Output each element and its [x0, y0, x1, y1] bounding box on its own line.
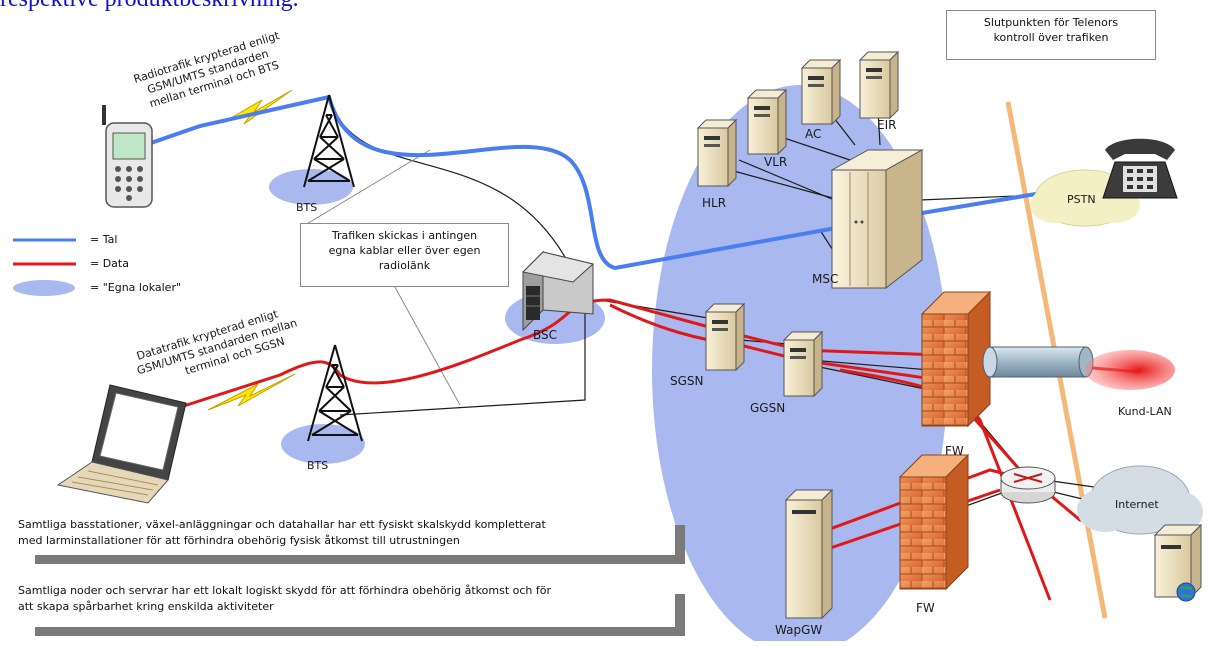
transport-callout-line1: Trafiken skickas i antingen — [331, 229, 478, 242]
premises-ellipse-bts-bottom — [281, 424, 365, 464]
label-internet: Internet — [1115, 498, 1159, 511]
label-sgsn: SGSN — [670, 374, 704, 388]
radio-data-text: Datatrafik krypterad enligt GSM/UMTS sta… — [135, 307, 299, 377]
bsc-cabinet-icon — [521, 250, 595, 332]
legend-data-label: = Data — [90, 257, 129, 270]
boundary-callout: Slutpunkten för Telenors kontroll över t… — [946, 10, 1156, 60]
heading-fragment: respektive produktbeskrivning. — [0, 0, 299, 13]
voice-path — [147, 94, 1121, 271]
ac-server-icon — [800, 58, 842, 126]
transport-callout-line3: radiolänk — [378, 259, 431, 272]
bts-tower-bottom-icon — [307, 344, 363, 442]
note-shelf-1 — [35, 555, 685, 564]
logical-note-line2: att skapa spårbarhet kring enskilda akti… — [18, 600, 274, 613]
transport-callout: Trafiken skickas i antingen egna kablar … — [300, 223, 509, 287]
bts-tower-top-icon — [303, 94, 355, 188]
telephone-icon — [1102, 138, 1178, 199]
ggsn-server-icon — [782, 330, 824, 398]
label-kund-lan: Kund-LAN — [1118, 405, 1172, 418]
mobile-phone-icon — [102, 105, 153, 208]
msc-switch-icon — [830, 149, 924, 290]
label-fw-top: FW — [945, 444, 964, 458]
label-bts-bottom: BTS — [307, 459, 328, 472]
label-msc: MSC — [812, 272, 838, 286]
wapgw-server-icon — [784, 488, 834, 620]
physical-protection-note: Samtliga basstationer, växel-anläggninga… — [18, 517, 546, 549]
boundary-callout-line2: kontroll över trafiken — [993, 31, 1109, 44]
label-pstn: PSTN — [1067, 193, 1096, 206]
boundary-callout-line1: Slutpunkten för Telenors — [983, 16, 1119, 29]
note-shelf-2-post — [675, 594, 685, 636]
laptop-icon — [56, 384, 187, 504]
globe-icon — [1176, 582, 1196, 602]
legend-premises-label: = "Egna lokaler" — [90, 281, 182, 294]
router-icon — [1000, 466, 1056, 504]
label-ac: AC — [805, 127, 821, 141]
vlr-server-icon — [746, 88, 788, 156]
label-ggsn: GGSN — [750, 401, 785, 415]
transport-callout-line2: egna kablar eller över egen — [328, 244, 481, 257]
eir-server-icon — [858, 50, 900, 120]
kund-lan-cloud-icon — [1085, 350, 1175, 390]
logical-protection-note: Samtliga noder och servrar har ett lokal… — [18, 583, 551, 615]
vpn-tunnel-icon — [982, 346, 1094, 378]
label-fw-bottom: FW — [916, 601, 935, 615]
label-bsc: BSC — [533, 328, 557, 342]
radio-voice-text: Radiotrafik krypterad enligt GSM/UMTS st… — [132, 29, 281, 110]
logical-note-line1: Samtliga noder och servrar har ett lokal… — [18, 584, 552, 597]
premises-ellipse-bts-top — [269, 169, 353, 205]
note-shelf-2 — [35, 627, 685, 636]
note-shelf-1-post — [675, 525, 685, 564]
label-hlr: HLR — [702, 196, 726, 210]
label-bts-top: BTS — [296, 201, 317, 214]
legend-voice-label: = Tal — [90, 233, 118, 246]
physical-note-line1: Samtliga basstationer, växel-anläggninga… — [18, 518, 546, 531]
firewall-top-icon — [920, 290, 992, 428]
firewall-bottom-icon — [898, 453, 970, 591]
legend-premises-swatch — [13, 280, 75, 296]
sgsn-server-icon — [704, 302, 746, 372]
internet-cloud-icon — [1077, 465, 1203, 535]
label-wapgw: WapGW — [775, 623, 822, 637]
radio-bolt-bottom-icon — [207, 373, 296, 411]
physical-note-line2: med larminstallationer för att förhindra… — [18, 534, 460, 547]
label-vlr: VLR — [764, 155, 787, 169]
hlr-server-icon — [696, 118, 738, 188]
web-server-icon — [1153, 523, 1203, 599]
label-eir: EIR — [877, 118, 896, 132]
